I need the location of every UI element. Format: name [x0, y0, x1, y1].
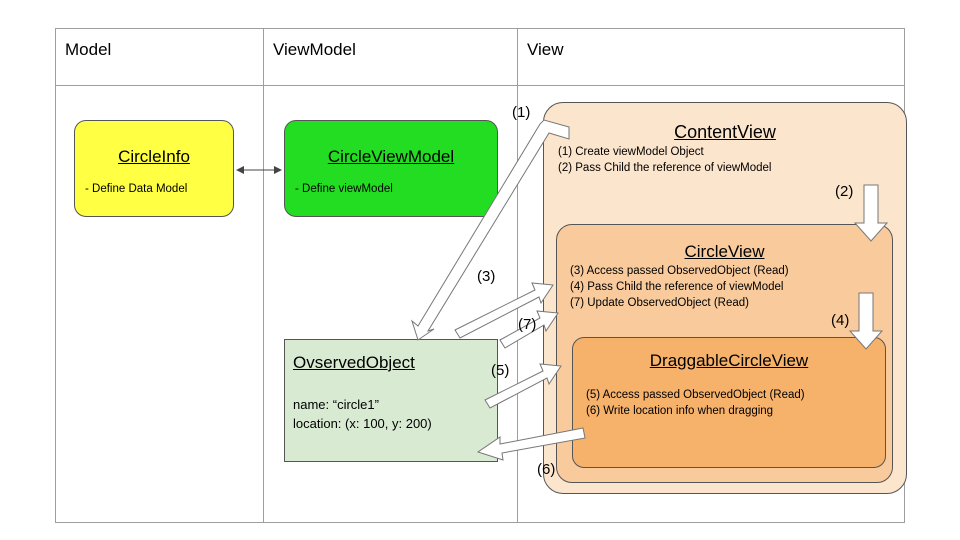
circle-view-line-2: (4) Pass Child the reference of viewMode… — [570, 281, 784, 293]
step-label-1: (1) — [512, 104, 531, 121]
circle-info-desc: - Define Data Model — [85, 183, 188, 195]
draggable-circle-view-box: DraggableCircleView (5) Access passed Ob… — [572, 337, 886, 468]
observed-object-box: OvservedObject name: “circle1” location:… — [284, 339, 498, 462]
circle-view-line-3: (7) Update ObservedObject (Read) — [570, 297, 749, 309]
arrow-2-pass-child — [853, 184, 889, 242]
step-label-6: (6) — [537, 461, 556, 478]
step-label-5: (5) — [491, 362, 510, 379]
draggable-circle-view-line-2: (6) Write location info when dragging — [586, 405, 774, 417]
arrow-1-create — [411, 119, 570, 341]
step-label-3: (3) — [477, 268, 496, 285]
observed-object-location: location: (x: 100, y: 200) — [293, 416, 432, 431]
step-label-4: (4) — [831, 312, 850, 329]
content-view-title: ContentView — [674, 122, 776, 142]
table-border-top — [55, 28, 905, 29]
circle-view-model-title: CircleViewModel — [327, 147, 455, 166]
column-divider-1 — [263, 28, 264, 523]
step-label-7: (7) — [518, 316, 537, 333]
column-header-model: Model — [65, 40, 112, 59]
draggable-circle-view-title: DraggableCircleView — [649, 351, 809, 370]
content-view-line-2: (2) Pass Child the reference of viewMode… — [558, 162, 772, 174]
observed-object-name: name: “circle1” — [293, 397, 379, 412]
observed-object-title: OvservedObject — [293, 353, 415, 372]
circle-info-box: CircleInfo - Define Data Model — [74, 120, 234, 217]
arrow-3-read — [454, 282, 554, 339]
circle-view-model-box: CircleViewModel - Define viewModel — [284, 120, 498, 217]
circle-view-line-1: (3) Access passed ObservedObject (Read) — [570, 265, 789, 277]
circle-info-title: CircleInfo — [118, 147, 190, 166]
step-label-2: (2) — [835, 183, 854, 200]
arrow-4-pass-child — [848, 292, 884, 350]
table-header-divider — [55, 85, 905, 86]
column-header-view: View — [527, 40, 564, 59]
column-divider-2 — [517, 28, 518, 523]
circle-view-title: CircleView — [684, 242, 765, 261]
arrow-7-update — [499, 310, 559, 349]
arrow-6-write — [476, 427, 586, 461]
column-header-viewmodel: ViewModel — [273, 40, 356, 59]
table-border-bottom — [55, 522, 905, 523]
circle-view-model-desc: - Define viewModel — [295, 183, 393, 195]
draggable-circle-view-line-1: (5) Access passed ObservedObject (Read) — [586, 389, 805, 401]
content-view-line-1: (1) Create viewModel Object — [558, 146, 704, 158]
table-border-left — [55, 28, 56, 523]
arrow-5-read — [484, 363, 562, 409]
